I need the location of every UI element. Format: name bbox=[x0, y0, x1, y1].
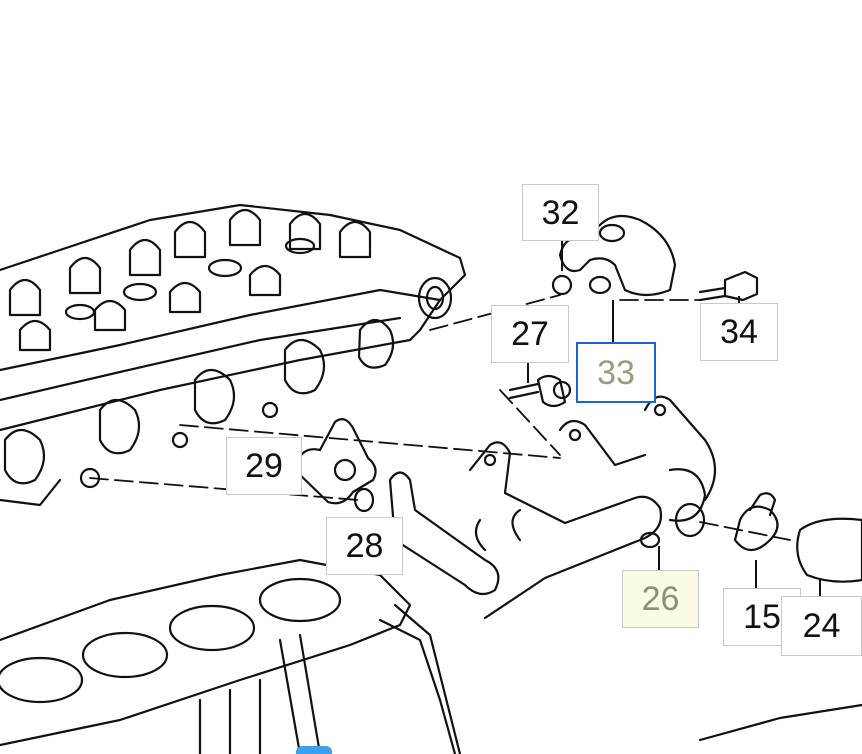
leader-33 bbox=[612, 300, 614, 342]
leader-26 bbox=[658, 546, 660, 570]
leader-27 bbox=[527, 363, 529, 383]
leader-15 bbox=[755, 560, 757, 588]
callout-24[interactable]: 24 bbox=[781, 596, 862, 656]
bolt-34 bbox=[698, 270, 759, 302]
callout-34[interactable]: 34 bbox=[700, 303, 778, 361]
bolt-27 bbox=[508, 374, 567, 408]
coolant-pipe-assembly bbox=[388, 395, 716, 620]
leader-32 bbox=[561, 241, 563, 271]
scroll-indicator[interactable] bbox=[296, 746, 332, 754]
cylinder-head bbox=[0, 203, 467, 507]
callout-27[interactable]: 27 bbox=[491, 305, 569, 363]
cap-24 bbox=[796, 517, 862, 583]
washer-32 bbox=[551, 274, 573, 296]
callout-29[interactable]: 29 bbox=[226, 437, 302, 495]
leader-24 bbox=[819, 580, 821, 604]
gasket-29 bbox=[293, 418, 377, 505]
engine-block bbox=[0, 558, 862, 754]
callout-32[interactable]: 32 bbox=[522, 184, 599, 241]
callout-28[interactable]: 28 bbox=[326, 517, 403, 575]
hose-33 bbox=[558, 214, 677, 297]
clamp-15 bbox=[733, 492, 779, 552]
callout-26[interactable]: 26 bbox=[622, 570, 699, 628]
callout-33[interactable]: 33 bbox=[576, 342, 656, 403]
